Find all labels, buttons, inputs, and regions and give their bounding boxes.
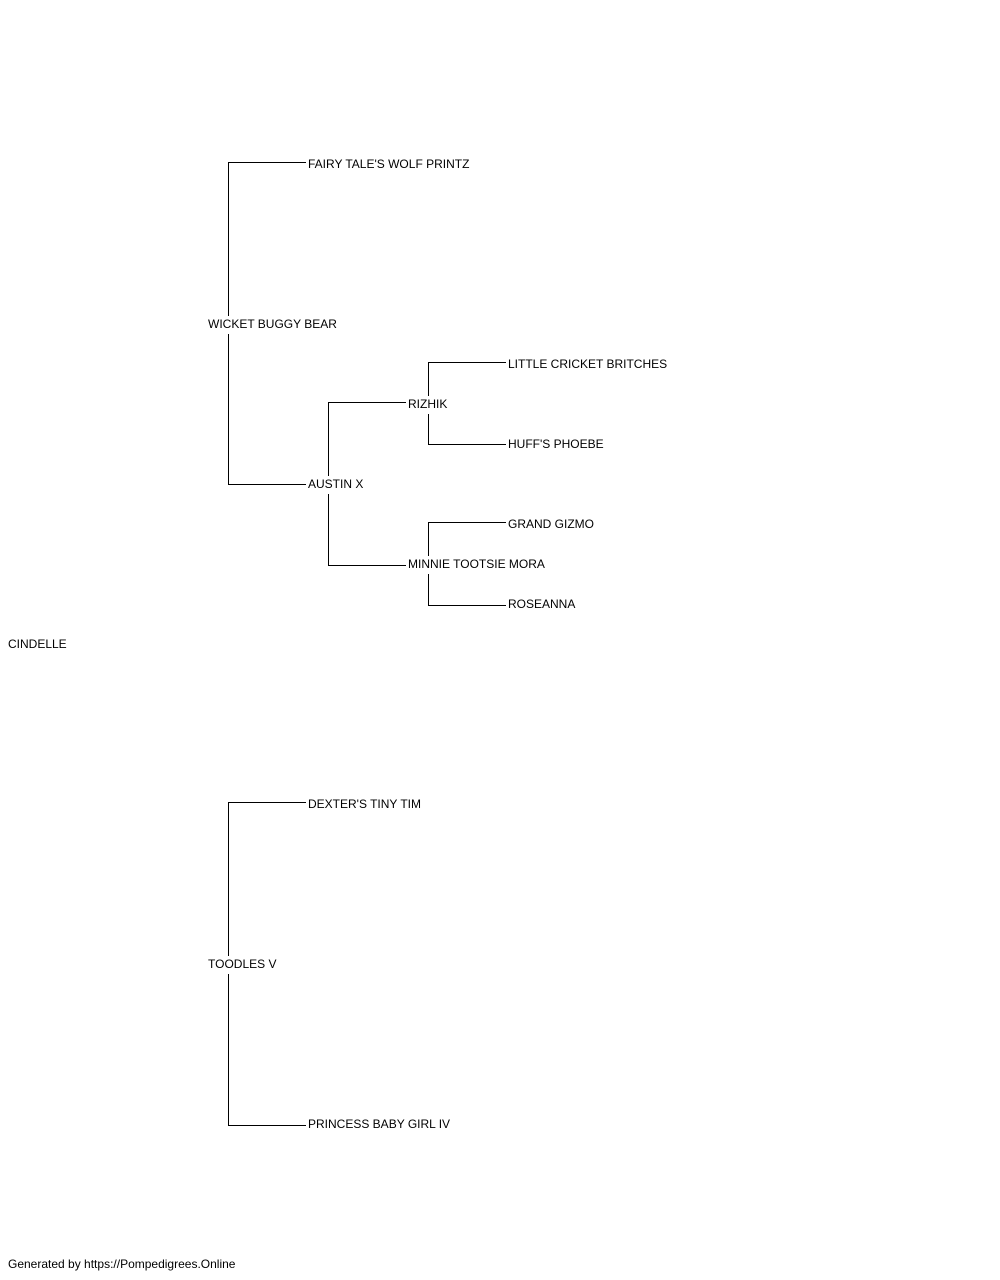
- great-great-granddam-name: ROSEANNA: [508, 597, 577, 611]
- connector-rizhik-dam: [428, 414, 506, 445]
- great-grandsire-name: RIZHIK: [408, 397, 449, 411]
- connector-austin-x-dam: [328, 494, 406, 566]
- subject-name: CINDELLE: [8, 637, 68, 651]
- great-great-granddam-name: HUFF'S PHOEBE: [508, 437, 605, 451]
- maternal-grandsire-name: DEXTER'S TINY TIM: [308, 797, 422, 811]
- generated-by-footer: Generated by https://Pompedigrees.Online: [8, 1257, 236, 1271]
- connector-toodles-v-sire: [228, 802, 306, 956]
- connector-austin-x-sire: [328, 402, 406, 476]
- paternal-granddam-name: AUSTIN X: [308, 477, 365, 491]
- dam-name: TOODLES V: [208, 957, 278, 971]
- connector-minnie-tootsie-mora-sire: [428, 522, 506, 556]
- great-great-grandsire-name: LITTLE CRICKET BRITCHES: [508, 357, 669, 371]
- sire-name: WICKET BUGGY BEAR: [208, 317, 338, 331]
- connector-minnie-tootsie-mora-dam: [428, 574, 506, 606]
- maternal-granddam-name: PRINCESS BABY GIRL IV: [308, 1117, 452, 1131]
- great-great-grandsire-name: GRAND GIZMO: [508, 517, 595, 531]
- connector-rizhik-sire: [428, 362, 506, 396]
- great-granddam-name: MINNIE TOOTSIE MORA: [408, 557, 546, 571]
- connector-toodles-v-dam: [228, 974, 306, 1126]
- paternal-grandsire-name: FAIRY TALE'S WOLF PRINTZ: [308, 157, 471, 171]
- connector-wicket-buggy-bear-dam: [228, 334, 306, 485]
- connector-wicket-buggy-bear-sire: [228, 162, 306, 316]
